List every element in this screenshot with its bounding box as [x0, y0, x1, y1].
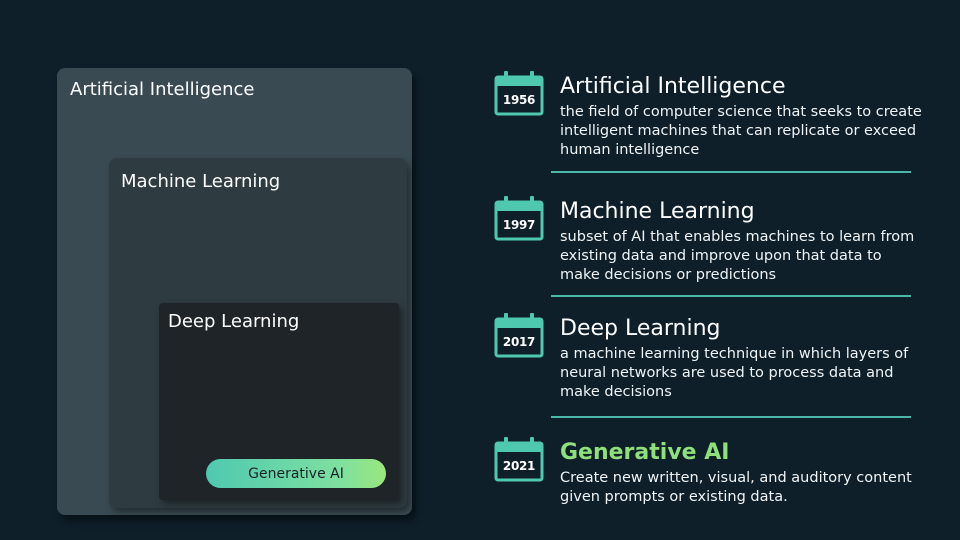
- entry-title: Artificial Intelligence: [560, 74, 786, 99]
- calendar-icon: 2021: [494, 436, 544, 482]
- entry-title: Generative AI: [560, 440, 730, 465]
- ml-box-label: Machine Learning: [121, 171, 281, 192]
- calendar-year: 1997: [502, 218, 536, 232]
- calendar-icon: 1956: [494, 70, 544, 116]
- ai-box-label: Artificial Intelligence: [70, 79, 255, 100]
- divider: [551, 295, 911, 297]
- entry-description: a machine learning technique in which la…: [560, 346, 909, 400]
- entry-description: Create new written, visual, and auditory…: [560, 470, 912, 505]
- entry-description: subset of AI that enables machines to le…: [560, 229, 915, 283]
- generative-ai-pill: Generative AI: [206, 459, 386, 488]
- calendar-icon: 2017: [494, 312, 544, 358]
- entry-description: the field of computer science that seeks…: [560, 104, 922, 158]
- calendar-year: 2021: [502, 459, 536, 473]
- calendar-icon: 1997: [494, 195, 544, 241]
- calendar-year: 2017: [502, 335, 536, 349]
- divider: [551, 416, 911, 418]
- dl-box-label: Deep Learning: [168, 311, 300, 332]
- entry-title: Deep Learning: [560, 316, 721, 341]
- calendar-year: 1956: [502, 93, 536, 107]
- divider: [551, 171, 911, 173]
- entry-title: Machine Learning: [560, 199, 755, 224]
